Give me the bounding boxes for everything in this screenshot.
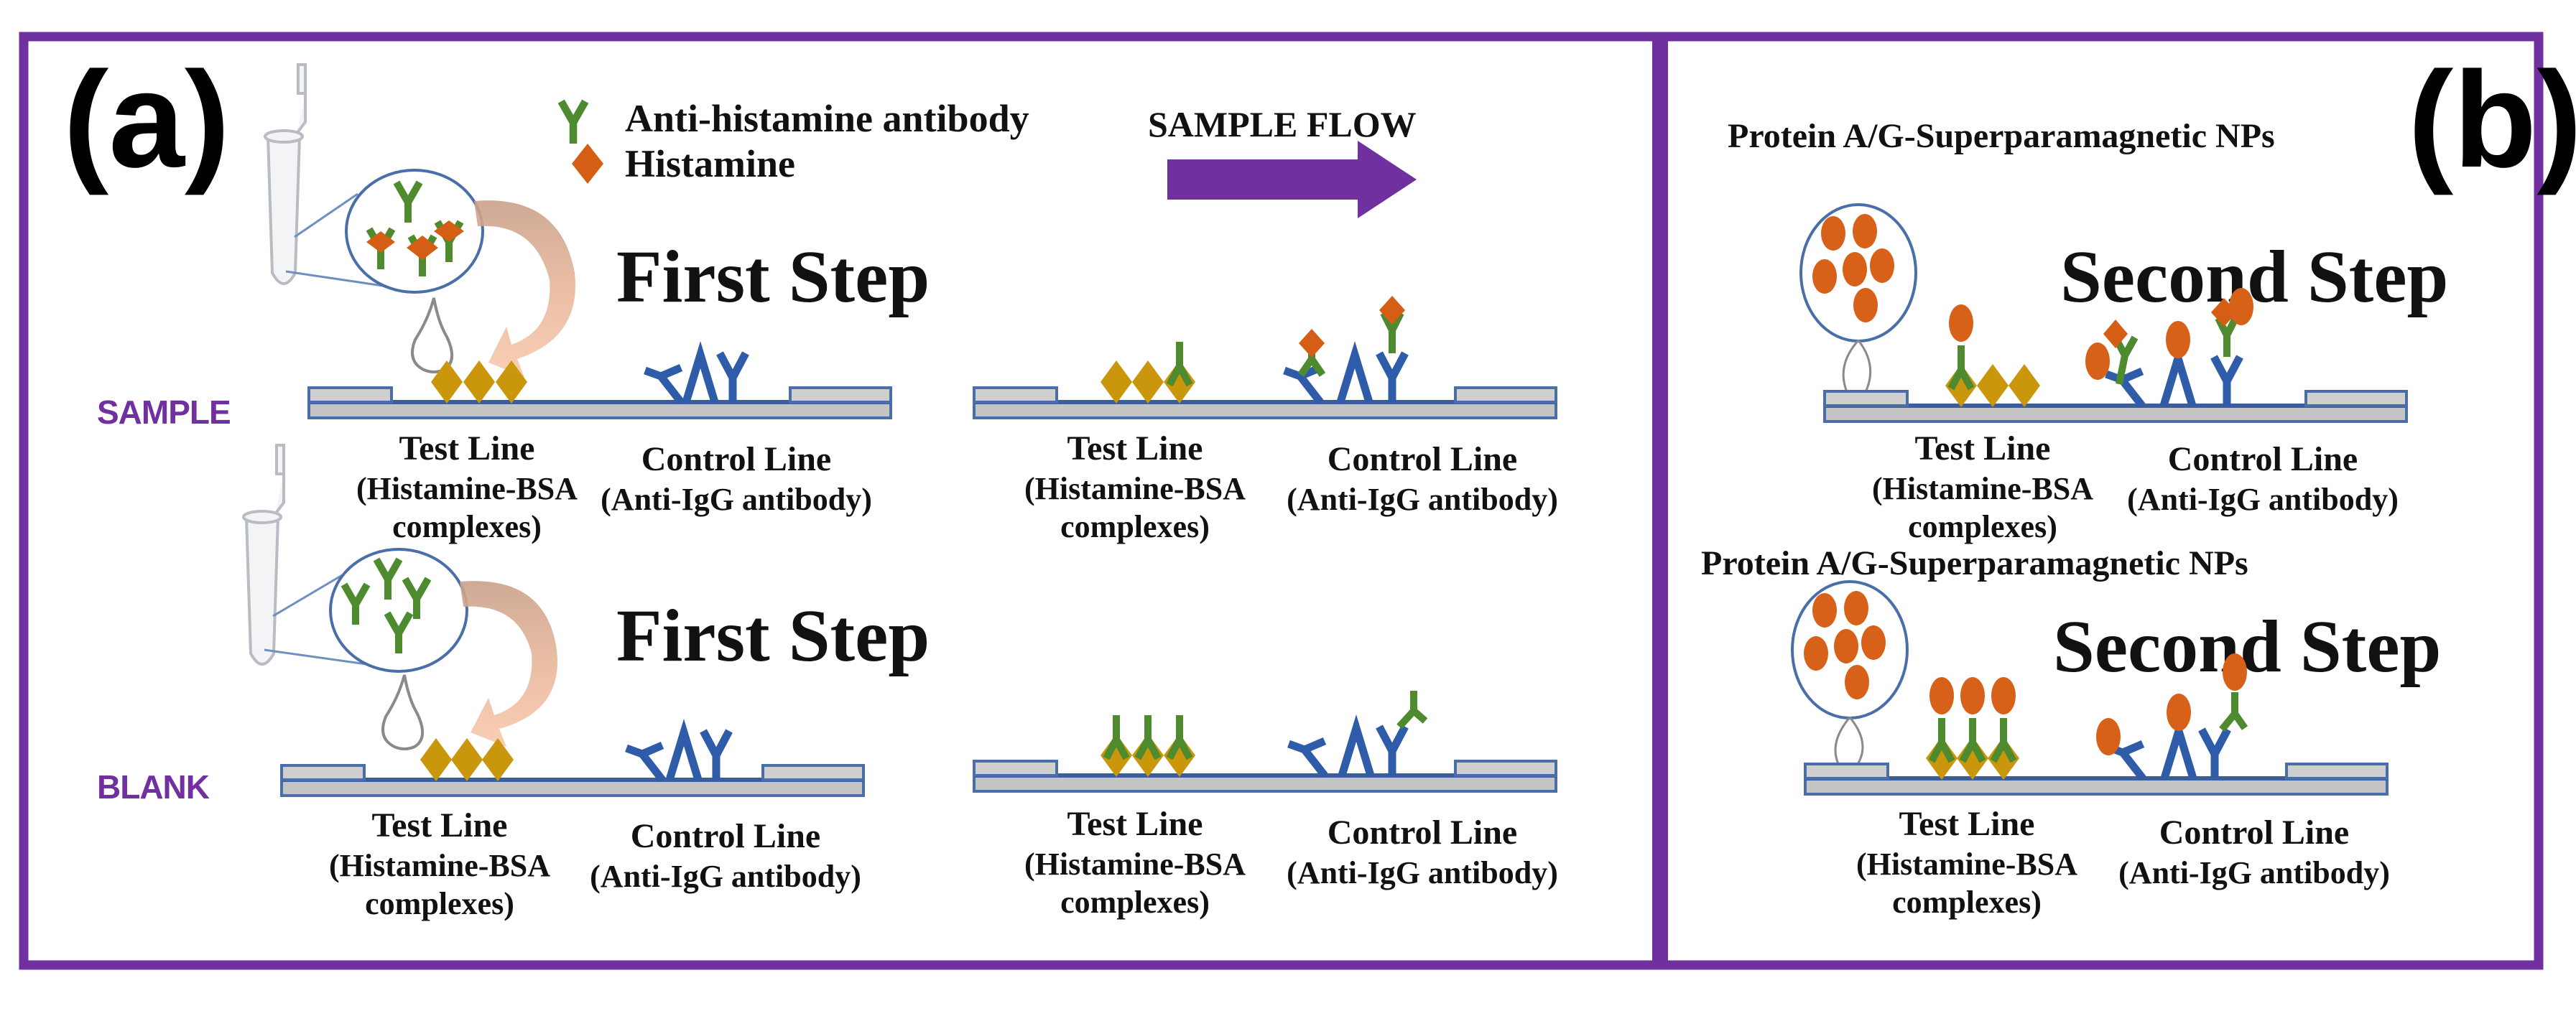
test-line-histamine-bsa	[420, 738, 514, 781]
histamine-diamond-icon	[572, 144, 603, 184]
row-label-sample: SAMPLE	[97, 393, 231, 431]
sample-row: First Step SAMPLE Test Line (Histamine	[97, 63, 1558, 544]
test-line-histamine-bsa	[1101, 342, 1195, 404]
svg-text:(Anti-IgG antibody): (Anti-IgG antibody)	[2118, 855, 2390, 890]
test-line-histamine-bsa	[1945, 304, 2040, 407]
row-label-blank: BLANK	[97, 768, 210, 806]
svg-text:Control Line: Control Line	[631, 817, 820, 855]
step-title: Second Step	[2060, 236, 2448, 318]
control-line-anti-igg	[2096, 653, 2248, 778]
figure-frame	[19, 32, 2544, 970]
microtube-icon	[242, 444, 285, 666]
reagent-label: Protein A/G-Superparamagnetic NPs	[1728, 117, 2275, 155]
transfer-curved-arrow-icon	[460, 581, 557, 747]
panel-divider	[1652, 37, 1668, 965]
legend: Anti-histamine antibody Histamine	[561, 97, 1029, 185]
svg-text:(Histamine-BSA: (Histamine-BSA	[1856, 847, 2077, 882]
sample-drop-icon	[381, 674, 425, 750]
svg-text:(Anti-IgG antibody): (Anti-IgG antibody)	[2127, 482, 2399, 517]
test-line-histamine-bsa	[1926, 677, 2019, 780]
magnified-sample-bubble	[345, 169, 484, 294]
sample-flow-arrow-icon	[1167, 141, 1417, 218]
step-title: First Step	[616, 595, 930, 677]
svg-text:Test Line: Test Line	[1915, 429, 2051, 467]
svg-text:(Histamine-BSA: (Histamine-BSA	[329, 848, 550, 883]
svg-text:(Anti-IgG antibody): (Anti-IgG antibody)	[1287, 855, 1558, 890]
svg-text:(Anti-IgG antibody): (Anti-IgG antibody)	[1287, 482, 1558, 517]
legend-histamine-label: Histamine	[625, 142, 795, 185]
control-line-anti-igg	[626, 731, 729, 780]
svg-text:(Histamine-BSA: (Histamine-BSA	[356, 471, 578, 506]
control-line-anti-igg	[2085, 288, 2253, 406]
blank-row: First Step BLANK Test Line (Histamine-BS…	[97, 444, 1558, 921]
control-line-label: Control Line (Anti-IgG antibody)	[1287, 814, 1558, 890]
control-line-anti-igg	[645, 353, 746, 402]
test-strip	[1805, 653, 2387, 794]
sample-drop-icon	[411, 297, 454, 373]
control-line-anti-igg	[1289, 691, 1428, 775]
svg-text:Test Line: Test Line	[399, 429, 535, 467]
svg-text:Control Line: Control Line	[2159, 814, 2349, 852]
test-line-label: Test Line (Histamine-BSA complexes)	[1872, 429, 2093, 544]
test-line-label: Test Line (Histamine-BSA complexes)	[1024, 429, 1246, 544]
control-line-label: Control Line (Anti-IgG antibody)	[601, 440, 872, 517]
control-line-anti-igg	[1284, 296, 1405, 402]
svg-text:Test Line: Test Line	[1067, 429, 1203, 467]
svg-text:(Anti-IgG antibody): (Anti-IgG antibody)	[590, 859, 861, 894]
panel-a: (a) Anti-histamine antibody Histamine SA…	[63, 44, 1558, 921]
panel-b: (b) Protein A/G-Superparamagnetic NPs Se…	[1701, 44, 2576, 920]
svg-text:complexes): complexes)	[1060, 885, 1210, 920]
svg-text:complexes): complexes)	[1892, 885, 2042, 920]
panel-b-blank-row: Protein A/G-Superparamagnetic NPs Second…	[1701, 544, 2441, 920]
control-line-label: Control Line (Anti-IgG antibody)	[2127, 440, 2399, 517]
anti-histamine-antibody-icon	[561, 101, 585, 144]
svg-text:complexes): complexes)	[392, 509, 542, 544]
test-line-label: Test Line (Histamine-BSA complexes)	[1024, 805, 1246, 920]
test-strip-after	[974, 296, 1556, 418]
step-title: Second Step	[2053, 605, 2441, 688]
svg-text:Control Line: Control Line	[2168, 440, 2358, 478]
svg-text:Test Line: Test Line	[372, 806, 508, 844]
test-strip	[1825, 288, 2406, 421]
sample-flow-label: SAMPLE FLOW	[1148, 104, 1417, 144]
test-strip-before	[309, 353, 891, 418]
legend-antibody-label: Anti-histamine antibody	[625, 97, 1029, 140]
svg-text:Test Line: Test Line	[1067, 805, 1203, 843]
svg-text:(Histamine-BSA: (Histamine-BSA	[1872, 471, 2093, 506]
transfer-curved-arrow-icon	[474, 200, 575, 377]
svg-text:complexes): complexes)	[365, 886, 514, 921]
svg-text:(Histamine-BSA: (Histamine-BSA	[1024, 471, 1246, 506]
panel-b-letter: (b)	[2408, 44, 2576, 196]
svg-text:Control Line: Control Line	[1328, 440, 1517, 478]
step-title: First Step	[616, 236, 930, 318]
panel-a-letter: (a)	[63, 44, 230, 196]
svg-text:complexes): complexes)	[1060, 509, 1210, 544]
reagent-label: Protein A/G-Superparamagnetic NPs	[1701, 544, 2248, 582]
test-line-label: Test Line (Histamine-BSA complexes)	[356, 429, 578, 544]
magnified-blank-bubble	[329, 548, 468, 673]
panel-b-sample-row: Protein A/G-Superparamagnetic NPs Second…	[1728, 117, 2448, 544]
svg-text:Test Line: Test Line	[1899, 805, 2035, 843]
test-strip-after	[974, 691, 1556, 791]
svg-text:Control Line: Control Line	[1328, 814, 1517, 852]
test-strip-before	[282, 731, 863, 796]
control-line-label: Control Line (Anti-IgG antibody)	[2118, 814, 2390, 890]
svg-text:Control Line: Control Line	[641, 440, 831, 478]
control-line-label: Control Line (Anti-IgG antibody)	[1287, 440, 1558, 517]
svg-text:(Histamine-BSA: (Histamine-BSA	[1024, 847, 1246, 882]
test-line-label: Test Line (Histamine-BSA complexes)	[329, 806, 550, 921]
nanoparticle-bubble	[1799, 203, 1917, 394]
svg-text:(Anti-IgG antibody): (Anti-IgG antibody)	[601, 482, 872, 517]
test-line-histamine-bsa	[431, 360, 527, 404]
test-line-histamine-bsa	[1101, 715, 1195, 777]
microtube-icon	[264, 63, 307, 285]
control-line-label: Control Line (Anti-IgG antibody)	[590, 817, 861, 894]
svg-text:complexes): complexes)	[1908, 509, 2057, 544]
nanoparticle-bubble	[1791, 580, 1909, 766]
test-line-label: Test Line (Histamine-BSA complexes)	[1856, 805, 2077, 920]
